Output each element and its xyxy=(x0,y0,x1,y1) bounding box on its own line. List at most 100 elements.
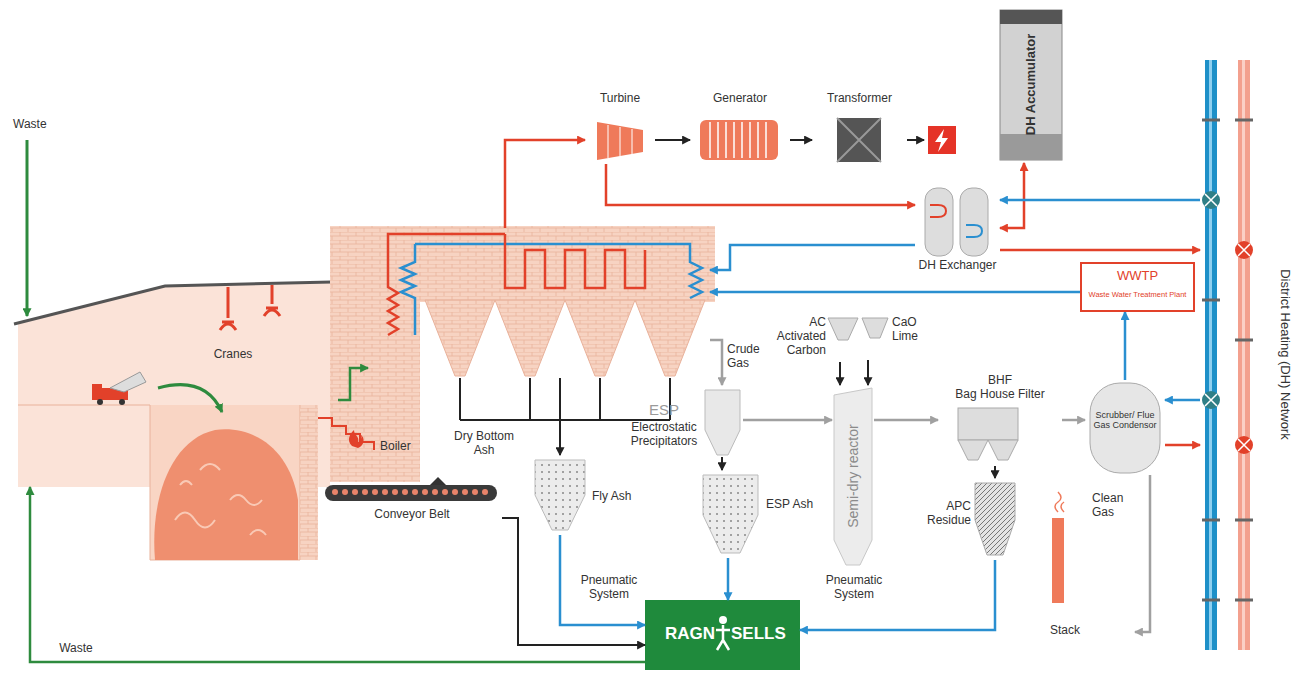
node-label: Clean Gas xyxy=(1092,492,1136,520)
edge-label: Pneumatic System xyxy=(818,574,890,602)
node-label: Electrostatic Precipitators xyxy=(625,421,703,449)
ragn-sells-logo xyxy=(645,600,800,670)
node-label: Boiler xyxy=(380,440,426,454)
flow-connector xyxy=(1165,399,1200,402)
flow-connector xyxy=(710,340,722,385)
flow-connector xyxy=(505,140,585,228)
esp-ash-silo xyxy=(703,475,758,553)
node-label: APC Residue xyxy=(915,500,971,528)
node-label: District Heating (DH) Network xyxy=(1278,234,1293,474)
flow-connector xyxy=(839,362,841,385)
flow-connector xyxy=(743,419,832,422)
flow-connector xyxy=(1124,312,1127,380)
dh-pipes xyxy=(1202,120,1253,600)
dh-pipes xyxy=(1238,60,1250,650)
node-label: AC xyxy=(770,316,826,330)
wwtp-box: WWTPWaste Water Treatment Plant xyxy=(1080,262,1195,312)
flow-connector xyxy=(606,164,915,205)
power-arrow xyxy=(907,139,924,141)
bag-filter-drawing xyxy=(958,408,1018,460)
reactor-vessel xyxy=(834,388,872,565)
flow-connector xyxy=(655,139,690,141)
flow-connector xyxy=(867,360,869,385)
accumulator-tank xyxy=(1000,10,1062,24)
exchanger-icon xyxy=(960,188,988,256)
truck xyxy=(110,372,146,392)
flow-connector xyxy=(559,378,561,455)
node-label: Turbine xyxy=(585,92,655,106)
edge-label: Waste xyxy=(48,642,104,656)
flow-connector xyxy=(994,466,996,478)
flow-connector xyxy=(1135,475,1150,632)
bunker-building xyxy=(14,282,332,560)
flow-connector xyxy=(874,419,938,422)
node-label: Conveyor Belt xyxy=(332,508,492,522)
power-arrow xyxy=(907,140,924,141)
dosing-hoppers xyxy=(862,318,888,338)
dh-accumulator: DH Accumulator xyxy=(998,8,1064,163)
ragn-sells-logo xyxy=(645,600,800,670)
waste-input-arrow xyxy=(26,140,29,316)
crane-icon xyxy=(220,285,280,330)
flow-connector xyxy=(30,487,645,662)
edge-label: Pneumatic System xyxy=(574,574,644,602)
generator-icon xyxy=(710,122,766,158)
truck xyxy=(92,372,146,405)
node-label: Bag House Filter xyxy=(938,388,1062,402)
fly-ash-silo xyxy=(535,460,585,530)
exchanger-icon xyxy=(925,188,953,256)
conveyor-belt: Conveyor Belt xyxy=(322,478,502,528)
boiler-body xyxy=(425,300,705,376)
flow-connector xyxy=(710,245,915,270)
crane-icon xyxy=(220,287,236,330)
dh-exchanger: DH Exchanger xyxy=(915,183,1000,278)
activated-carbon-silo: ACActivated Carbon xyxy=(770,316,862,362)
node-label: Generator xyxy=(690,92,790,106)
truck xyxy=(97,399,103,405)
fly-ash-hopper: Fly Ash xyxy=(530,455,645,535)
free-label: Waste xyxy=(12,118,64,132)
bunker-building xyxy=(154,429,298,560)
accumulator-tank xyxy=(1000,134,1062,160)
dh-pipes xyxy=(1242,60,1245,650)
exchanger-icon xyxy=(930,205,946,217)
semi-dry-reactor: Semi-dry reactor xyxy=(832,385,874,567)
dosing-hoppers xyxy=(828,318,888,340)
conveyor-belt-drawing xyxy=(430,477,446,485)
flow-connector xyxy=(502,518,645,645)
node-label: CaO xyxy=(892,316,936,330)
esp-ash-silo xyxy=(703,475,758,553)
lime-silo: CaOLime xyxy=(862,316,937,360)
power-symbol xyxy=(935,129,948,152)
dh-network: District Heating (DH) Network xyxy=(1200,60,1300,650)
apc-silo xyxy=(975,483,1015,555)
esp-ash-hopper: ESP Ash xyxy=(698,470,823,558)
node-label: Activated Carbon xyxy=(770,330,826,358)
exchanger-icon xyxy=(925,188,988,256)
scrubber-vessel xyxy=(1090,383,1160,473)
grate-and-flame xyxy=(349,430,364,448)
transformer: Transformer xyxy=(812,92,907,164)
node-label: ESP Ash xyxy=(766,498,822,512)
conveyor-belt-drawing xyxy=(325,477,497,501)
chimney xyxy=(1052,518,1064,603)
bag-house-filter: BHFBag House Filter xyxy=(938,374,1062,466)
flow-connector xyxy=(1000,249,1200,252)
flow-connector xyxy=(710,291,1080,294)
bag-filter-drawing xyxy=(958,440,1018,460)
node-label: Lime xyxy=(892,330,936,344)
truck xyxy=(92,384,102,400)
node-label: Stack xyxy=(1040,624,1090,638)
node-label: ESP xyxy=(625,401,703,418)
node-label: DH Accumulator xyxy=(1024,4,1039,164)
valve-symbol xyxy=(1205,194,1250,451)
node-label: RAGN xyxy=(651,624,715,644)
crane-icon xyxy=(264,285,280,316)
grate-and-flame xyxy=(318,418,374,450)
esp-vessel xyxy=(705,390,740,455)
feed-arrow xyxy=(158,385,222,412)
ragn-sells-box: RAGNSELLS xyxy=(645,600,800,670)
